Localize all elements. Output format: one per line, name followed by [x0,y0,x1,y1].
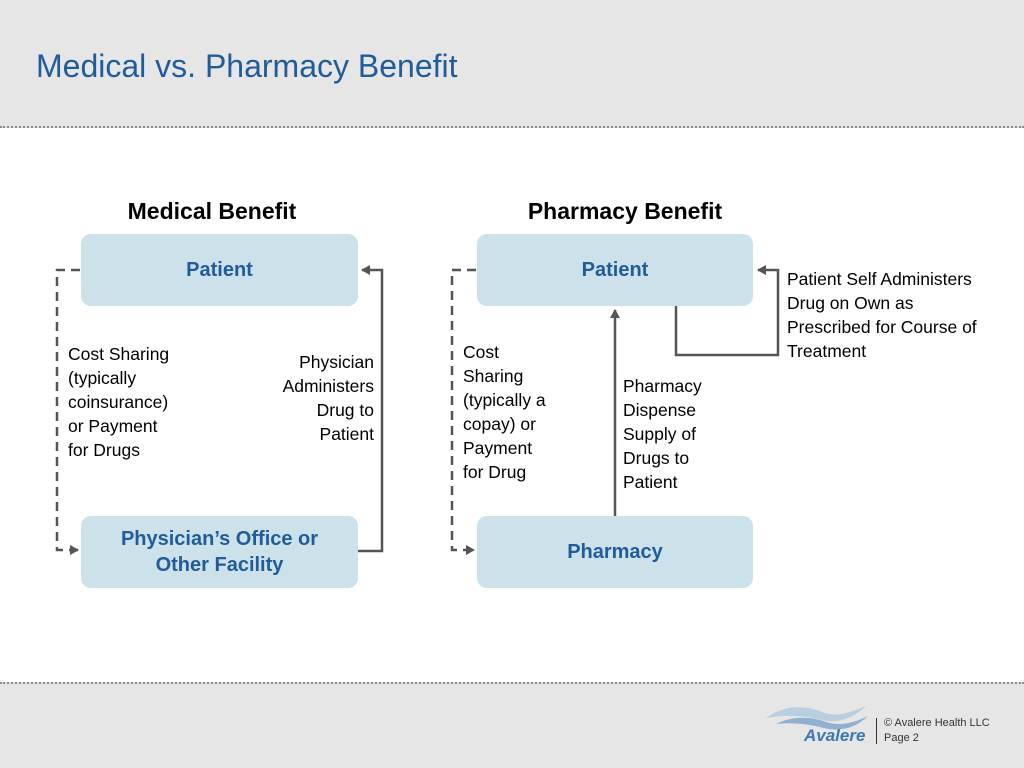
medical-patient-box: Patient [81,234,358,306]
slide-title: Medical vs. Pharmacy Benefit [36,48,458,84]
footer-divider [876,718,877,744]
medical-benefit-heading: Medical Benefit [127,198,297,224]
pharmacy-box: Pharmacy [477,516,753,588]
medical-cost-sharing-label: Cost Sharing (typically coinsurance) or … [68,344,170,460]
self-administer-label: Patient Self Administers Drug on Own as … [787,269,977,361]
physician-administers-label: Physician Administers Drug to Patient [282,352,374,444]
pharmacy-box-label: Pharmacy [567,541,663,563]
copyright-text: © Avalere Health LLC [884,717,990,729]
physician-office-box: Physician’s Office or Other Facility [81,516,358,588]
pharmacy-patient-box: Patient [477,234,753,306]
wave-logo-icon [766,706,868,730]
medical-patient-label: Patient [186,259,253,281]
logo-wordmark: Avalere [804,726,866,745]
physician-office-line-2: Other Facility [155,554,284,576]
pharmacy-benefit-heading: Pharmacy Benefit [527,198,723,224]
pharmacy-self-administer-arrow [674,265,780,357]
avalere-logo: Avalere [762,700,874,748]
header-band [0,0,1024,128]
pharmacy-dispense-label: Pharmacy Dispense Supply of Drugs to Pat… [623,376,702,492]
physician-office-line-1: Physician’s Office or [120,528,319,550]
pharmacy-patient-label: Patient [581,259,649,281]
medical-physician-administers-arrow [358,265,384,553]
pharmacy-cost-sharing-label: Cost Sharing (typically a copay) or Paym… [463,342,546,482]
pharmacy-cost-sharing-arrow [450,268,476,555]
page-number: Page 2 [884,732,919,744]
footer-text: © Avalere Health LLC Page 2 [884,716,990,746]
